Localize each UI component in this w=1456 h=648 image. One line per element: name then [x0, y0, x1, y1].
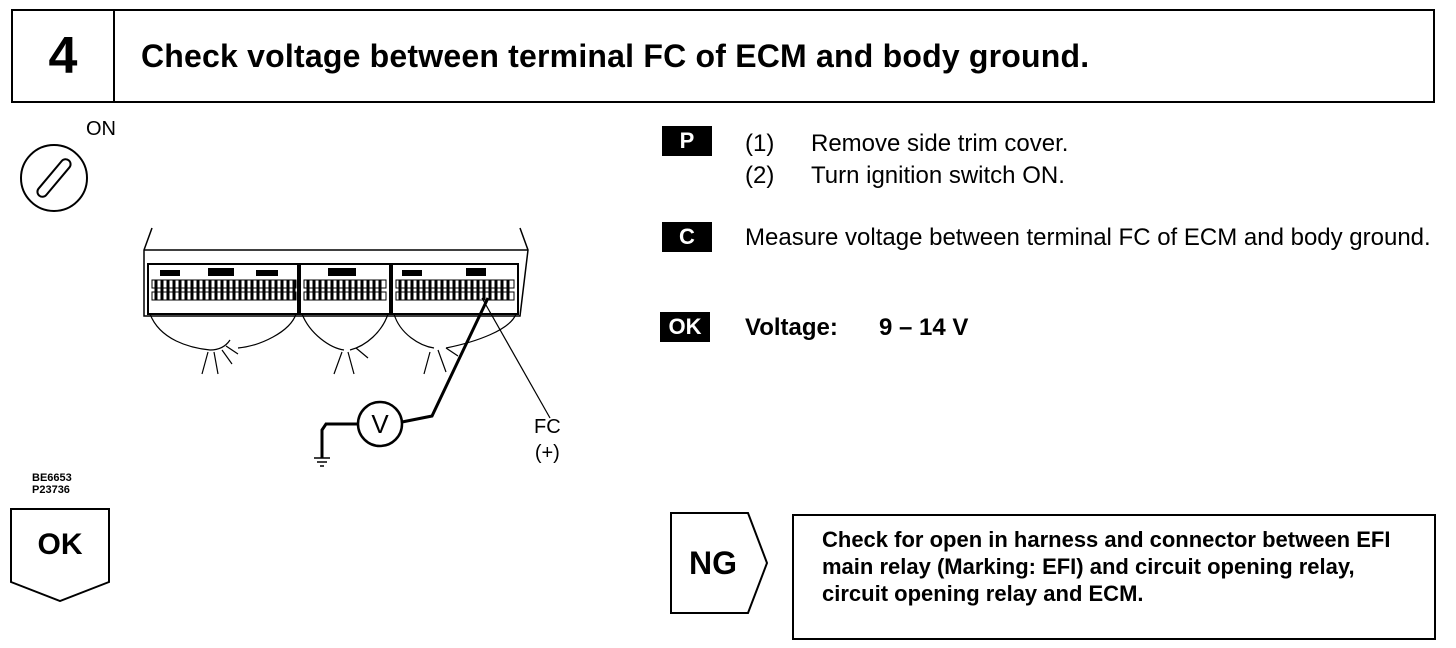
prep-step-2: (2) Turn ignition switch ON. — [745, 160, 1065, 192]
ok-spec-badge: OK — [660, 312, 710, 342]
ground-symbol-icon — [314, 457, 330, 467]
fc-terminal-polarity: (+) — [534, 442, 560, 464]
ng-result-label: NG — [689, 545, 737, 581]
voltmeter-symbol: V — [371, 409, 389, 439]
fc-terminal-name: FC — [534, 416, 561, 438]
step-header: 4 Check voltage between terminal FC of E… — [11, 9, 1435, 103]
prep-step-2-number: (2) — [745, 162, 775, 189]
ignition-switch-icon — [20, 144, 88, 212]
prep-step-2-text: Turn ignition switch ON. — [811, 162, 1065, 189]
step-number-box: 4 — [13, 11, 115, 101]
figure-code-2: P23736 — [32, 484, 70, 496]
ok-result-arrow — [10, 508, 110, 602]
ecm-connector-diagram: V — [143, 227, 551, 467]
ok-result-label: OK — [37, 528, 83, 561]
step-title: Check voltage between terminal FC of ECM… — [141, 37, 1090, 74]
connector-block-2 — [299, 263, 391, 315]
check-instruction: Measure voltage between terminal FC of E… — [745, 224, 1431, 251]
connector-block-3 — [391, 263, 519, 315]
prep-badge: P — [662, 126, 712, 156]
ng-result-arrow — [670, 512, 769, 614]
ok-spec-value: 9 – 14 V — [879, 314, 969, 341]
prep-step-1: (1) Remove side trim cover. — [745, 128, 1068, 160]
wire-harness — [149, 313, 517, 375]
ng-action-text: Check for open in harness and connector … — [822, 527, 1391, 606]
ng-action-box: Check for open in harness and connector … — [792, 514, 1436, 640]
fc-leader-line — [481, 297, 551, 419]
check-badge: C — [662, 222, 712, 252]
figure-code-1: BE6653 — [32, 472, 72, 484]
ok-spec-label: Voltage: — [745, 314, 838, 341]
connector-block-1 — [147, 263, 299, 315]
ecm-housing — [143, 227, 529, 317]
probe-lead-positive — [401, 297, 490, 424]
step-number: 4 — [48, 27, 78, 85]
ignition-on-label: ON — [86, 118, 116, 140]
probe-lead-ground — [320, 422, 358, 458]
prep-step-1-number: (1) — [745, 130, 775, 157]
fc-terminal-label: FC (+) — [534, 414, 561, 466]
ok-spec: Voltage: 9 – 14 V — [745, 312, 968, 344]
figure-codes: BE6653 P23736 — [32, 472, 72, 496]
prep-step-1-text: Remove side trim cover. — [811, 130, 1069, 157]
